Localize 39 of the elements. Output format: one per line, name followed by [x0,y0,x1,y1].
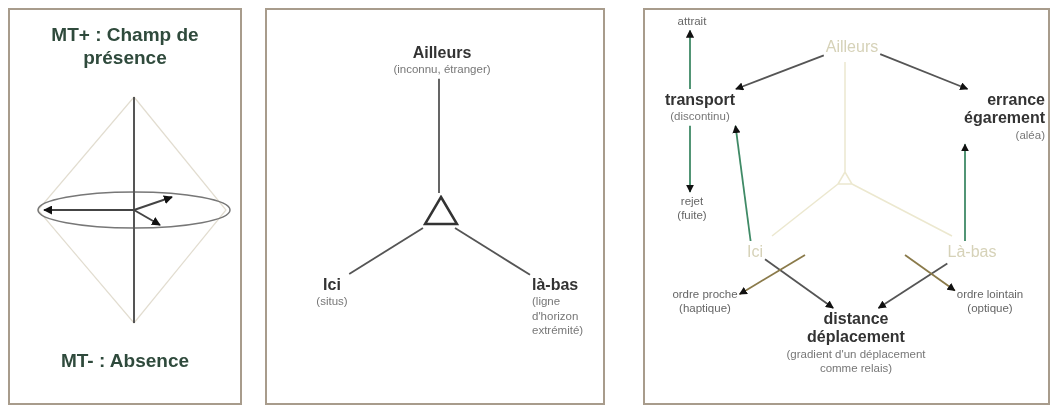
node-title: Ailleurs [412,44,472,63]
panel-title: MT+ : Champ de présence [50,24,200,70]
panel [643,8,1050,405]
connector-line [348,227,424,275]
node-note: (ligne d'horizon extrémité) [532,294,585,338]
arrow [738,254,806,296]
node-note: (discontinu) [670,109,730,124]
node-label: (haptique) [679,301,731,316]
arrow [685,29,695,90]
node-title: là-bas [532,276,579,295]
faint-label: Ici [747,243,763,262]
node-title: Ici [323,276,341,295]
connector-line [454,227,531,276]
arrow [732,124,752,242]
arrow [877,262,949,309]
node-label: ordre proche [672,287,738,302]
arrow [685,124,695,193]
arrow [960,143,970,242]
node-label: ordre lointain [956,287,1024,302]
arrow [879,53,969,91]
node-title: distance déplacement [806,310,906,347]
node-title: transport [664,91,736,110]
node-title: errance égarement [963,91,1045,128]
panel [8,8,242,405]
node-note: (situs) [316,294,348,309]
faint-label: Là-bas [947,243,997,262]
node-label: attrait [677,14,707,29]
arrow [735,54,825,91]
node-note: (aléa) [1015,127,1045,143]
arrow [904,254,956,292]
node-note: (gradient d'un déplacement comme relais) [785,346,927,376]
node-note: (inconnu, étranger) [393,62,491,77]
node-label: rejet (fuite) [676,194,708,223]
connector-line [438,77,440,194]
panel [265,8,605,405]
panel-footer: MT- : Absence [40,350,210,373]
faint-label: Ailleurs [825,38,879,57]
arrow [764,258,835,309]
node-label: (optique) [967,301,1013,316]
